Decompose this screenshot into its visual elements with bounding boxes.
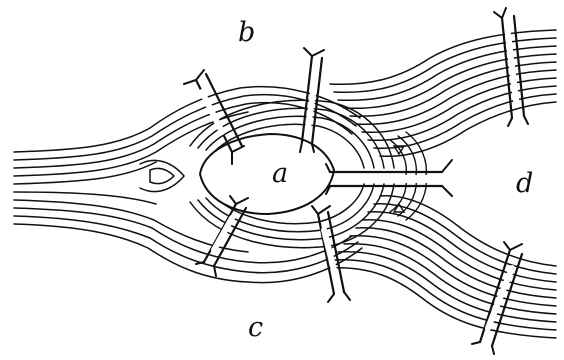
river-lower-right-branch [330, 196, 556, 338]
label-land-b: b [238, 17, 255, 48]
label-island-a: a [272, 158, 288, 189]
bridge-a-d [326, 160, 452, 196]
bridge-a-b-left [184, 70, 244, 164]
label-land-c: c [248, 312, 263, 343]
label-land-d: d [516, 168, 533, 199]
bridge-b-d [494, 8, 528, 126]
